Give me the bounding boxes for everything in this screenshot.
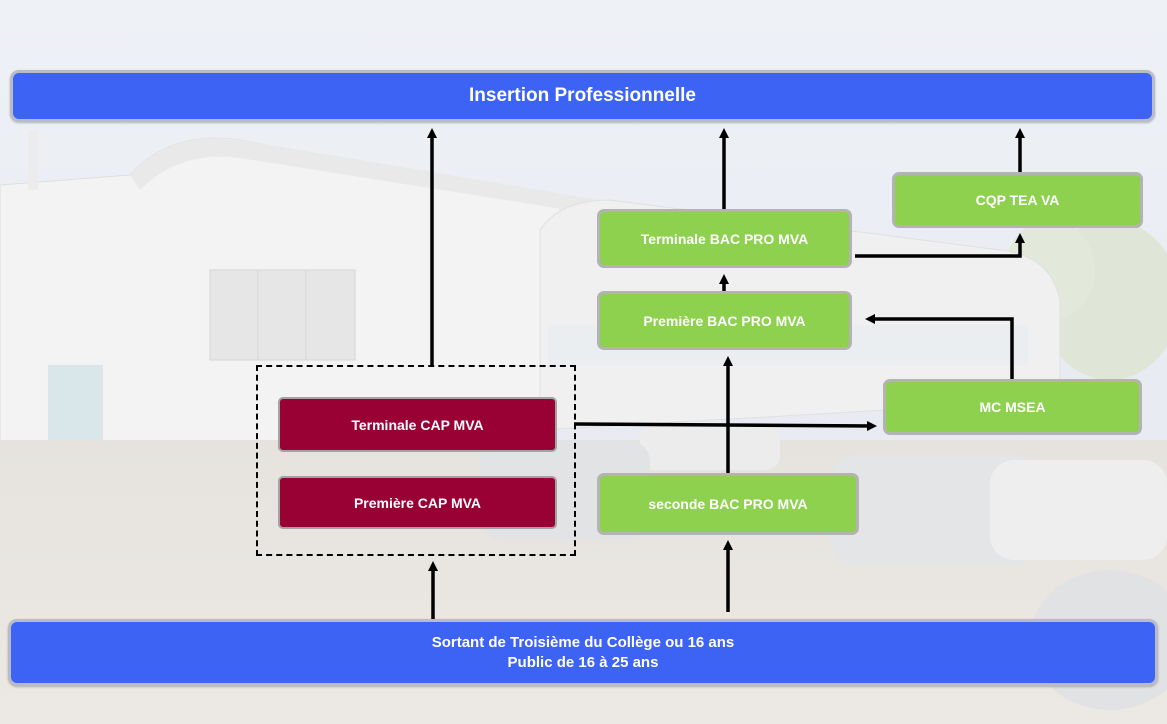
- cqp-tea-va-label: CQP TEA VA: [975, 192, 1060, 208]
- sortant-troisieme-box: Sortant de Troisième du Collège ou 16 an…: [8, 619, 1158, 686]
- cqp-tea-va-box: CQP TEA VA: [892, 172, 1143, 228]
- mc-msea-label: MC MSEA: [979, 399, 1046, 415]
- premiere-cap-box: Première CAP MVA: [278, 476, 557, 529]
- insertion-professionnelle-box: Insertion Professionnelle: [10, 70, 1155, 122]
- cap-group-outline: [256, 365, 576, 556]
- terminale-cap-label: Terminale CAP MVA: [351, 416, 484, 433]
- sortant-troisieme-line1: Sortant de Troisième du Collège ou 16 an…: [431, 633, 735, 651]
- sortant-troisieme-line2: Public de 16 à 25 ans: [507, 653, 659, 671]
- mc-msea-box: MC MSEA: [883, 379, 1142, 435]
- seconde-bac-pro-label: seconde BAC PRO MVA: [648, 496, 808, 512]
- premiere-bac-pro-label: Première BAC PRO MVA: [643, 312, 806, 329]
- terminale-bac-pro-label: Terminale BAC PRO MVA: [640, 230, 809, 247]
- insertion-professionnelle-label: Insertion Professionnelle: [469, 85, 696, 106]
- premiere-cap-label: Première CAP MVA: [353, 494, 482, 511]
- premiere-bac-pro-box: Première BAC PRO MVA: [597, 291, 852, 350]
- terminale-bac-pro-box: Terminale BAC PRO MVA: [597, 209, 852, 268]
- seconde-bac-pro-box: seconde BAC PRO MVA: [597, 473, 859, 535]
- terminale-cap-box: Terminale CAP MVA: [278, 397, 557, 452]
